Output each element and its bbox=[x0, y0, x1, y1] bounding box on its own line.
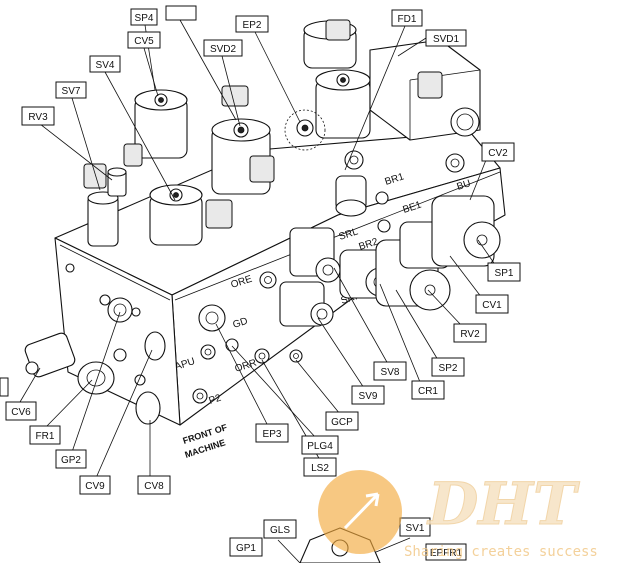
fitting-cv6 bbox=[24, 332, 76, 378]
callout-cv9: CV9 bbox=[79, 475, 111, 495]
svg-text:EP2: EP2 bbox=[243, 20, 262, 31]
svg-text:RV2: RV2 bbox=[460, 329, 480, 340]
callout-ep3: EP3 bbox=[255, 423, 289, 443]
front-of-machine-label: FRONT OF MACHINE bbox=[182, 422, 229, 460]
callout-epfr1: EPFR1 bbox=[425, 543, 467, 561]
svg-text:GLS: GLS bbox=[270, 525, 290, 536]
callout-gp2: GP2 bbox=[55, 449, 87, 469]
svg-text:FR1: FR1 bbox=[36, 431, 55, 442]
svg-text:FD1: FD1 bbox=[398, 14, 417, 25]
callout-sp4: SP4 bbox=[130, 8, 158, 26]
cartridge-sv7 bbox=[87, 191, 119, 247]
svg-text:SVD2: SVD2 bbox=[210, 44, 237, 55]
body-label-p2: P2 bbox=[208, 392, 223, 406]
svg-text:SV1: SV1 bbox=[406, 523, 425, 534]
knurled-valve-sv8 bbox=[289, 227, 341, 283]
callout-blank-box bbox=[165, 5, 197, 21]
callout-gp1: GP1 bbox=[229, 537, 263, 557]
svg-text:LS2: LS2 bbox=[311, 463, 329, 474]
watermark-arrow-icon bbox=[343, 492, 380, 530]
svg-text:CV1: CV1 bbox=[482, 300, 502, 311]
body-label-bu: BU bbox=[456, 178, 473, 193]
svg-text:SV8: SV8 bbox=[381, 367, 400, 378]
callout-labels: SP4 EP2 FD1 CV5 SVD2 SVD1 SV4 SV7 RV3 CV… bbox=[0, 5, 521, 561]
svg-text:CV2: CV2 bbox=[488, 148, 508, 159]
knurled-valve-sv9 bbox=[279, 281, 334, 327]
callout-svd2: SVD2 bbox=[203, 39, 243, 57]
solenoid-sv2 bbox=[315, 69, 371, 139]
callout-sv8: SV8 bbox=[373, 361, 407, 381]
solenoid-sv4 bbox=[149, 184, 203, 246]
callout-ep2: EP2 bbox=[235, 15, 269, 33]
callout-cv1: CV1 bbox=[475, 294, 509, 314]
callout-sp2: SP2 bbox=[431, 357, 465, 377]
leader-lines bbox=[19, 19, 497, 563]
svg-text:CV5: CV5 bbox=[134, 36, 154, 47]
callout-sv1: SV1 bbox=[399, 517, 431, 537]
solenoid-sv5 bbox=[134, 89, 188, 159]
svg-text:CV9: CV9 bbox=[85, 481, 105, 492]
callout-gcp: GCP bbox=[325, 411, 359, 431]
svg-text:GP1: GP1 bbox=[236, 543, 256, 554]
svg-text:GCP: GCP bbox=[331, 417, 353, 428]
plug-ep3 bbox=[198, 304, 226, 332]
connector-plugs bbox=[83, 19, 443, 229]
svg-text:SP2: SP2 bbox=[439, 363, 458, 374]
cartridge-rv3 bbox=[107, 167, 127, 197]
watermark-tagline: Sharing creates success bbox=[404, 544, 598, 560]
svg-text:EP3: EP3 bbox=[263, 429, 282, 440]
callout-plg4: PLG4 bbox=[301, 435, 339, 455]
callout-cv5: CV5 bbox=[127, 31, 161, 49]
callout-sv4: SV4 bbox=[89, 55, 121, 73]
fitting-fr1 bbox=[77, 361, 115, 395]
body-label-gd: GD bbox=[232, 316, 250, 331]
svg-text:CR1: CR1 bbox=[418, 386, 438, 397]
front-face-ports bbox=[192, 150, 465, 404]
callout-cv2: CV2 bbox=[481, 142, 515, 162]
svg-text:CV8: CV8 bbox=[144, 481, 164, 492]
callout-cr1: CR1 bbox=[411, 380, 445, 400]
svg-text:EPFR1: EPFR1 bbox=[430, 548, 463, 559]
callout-sv9: SV9 bbox=[351, 385, 385, 405]
callout-partial-box bbox=[0, 377, 9, 397]
fitting-gp2 bbox=[107, 297, 133, 323]
callout-svd1: SVD1 bbox=[425, 29, 467, 47]
watermark: DHT Sharing creates success bbox=[318, 470, 598, 560]
svg-text:CV6: CV6 bbox=[11, 407, 31, 418]
svg-text:RV3: RV3 bbox=[28, 112, 48, 123]
callout-fr1: FR1 bbox=[29, 425, 61, 445]
callout-sp1: SP1 bbox=[487, 262, 521, 282]
callout-fd1: FD1 bbox=[391, 9, 423, 27]
svg-text:SVD1: SVD1 bbox=[433, 34, 460, 45]
plug-cv8 bbox=[135, 391, 161, 425]
solenoid-sp1 bbox=[431, 195, 501, 267]
svg-text:PLG4: PLG4 bbox=[307, 441, 333, 452]
svg-text:SP1: SP1 bbox=[495, 268, 514, 279]
svg-text:GP2: GP2 bbox=[61, 455, 81, 466]
callout-rv2: RV2 bbox=[453, 323, 487, 343]
svg-text:SV9: SV9 bbox=[359, 391, 378, 402]
callout-rv3: RV3 bbox=[21, 106, 55, 126]
callout-cv6: CV6 bbox=[5, 401, 37, 421]
callout-sv7: SV7 bbox=[55, 81, 87, 99]
svg-text:SV7: SV7 bbox=[62, 86, 81, 97]
knurled-valve-srl bbox=[335, 175, 367, 217]
svg-text:SV4: SV4 bbox=[96, 60, 115, 71]
svg-text:SP4: SP4 bbox=[135, 13, 154, 24]
callout-ls2: LS2 bbox=[303, 457, 337, 477]
callout-cv8: CV8 bbox=[137, 475, 171, 495]
plug-ep2 bbox=[284, 109, 326, 151]
plug-cv9 bbox=[144, 331, 166, 361]
callout-gls: GLS bbox=[263, 519, 297, 539]
watermark-logo-text: DHT bbox=[426, 470, 580, 538]
